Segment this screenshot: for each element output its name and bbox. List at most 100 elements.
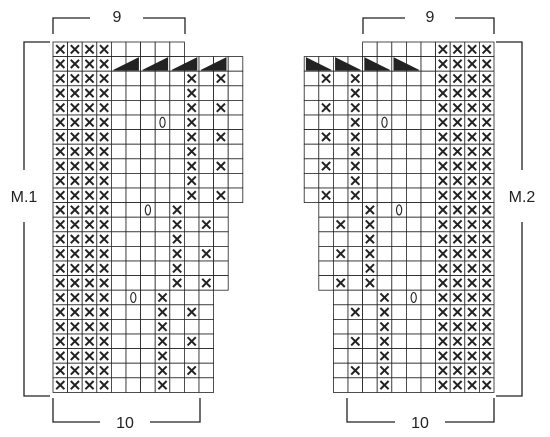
chart-cell	[169, 348, 185, 364]
chart-cell	[347, 377, 364, 393]
chart-cell	[169, 377, 185, 393]
chart-cell	[391, 172, 407, 189]
chart-cell	[140, 362, 156, 379]
chart-cell	[111, 85, 127, 101]
chart-cell	[111, 245, 127, 262]
chart-cell	[332, 70, 349, 87]
knit-cross-symbol	[84, 336, 95, 347]
knit-cross-symbol	[201, 278, 212, 288]
knit-cross-symbol	[55, 117, 66, 128]
chart-cell	[405, 187, 422, 204]
chart-cell	[405, 216, 422, 233]
chart-cell	[362, 41, 378, 58]
chart-cell	[391, 187, 407, 204]
knit-cross-symbol	[84, 205, 95, 215]
knit-cross-symbol	[452, 278, 463, 288]
knit-cross-symbol	[438, 88, 448, 98]
chart-cell	[362, 85, 378, 101]
knit-cross-symbol	[84, 321, 95, 332]
knit-cross-symbol	[186, 307, 197, 317]
knit-cross-symbol	[84, 365, 95, 376]
knit-cross-symbol	[452, 73, 463, 84]
knit-cross-symbol	[379, 321, 390, 332]
chart-cell	[362, 304, 378, 320]
chart-cell	[376, 187, 393, 204]
knit-cross-symbol	[99, 44, 109, 55]
knit-cross-symbol	[452, 88, 463, 98]
chart-cell	[420, 333, 437, 350]
knit-cross-symbol	[186, 102, 197, 113]
chart-cell	[405, 41, 422, 58]
chart-cell	[111, 275, 127, 291]
knit-cross-symbol	[452, 351, 463, 361]
knit-cross-symbol	[70, 365, 80, 376]
knit-cross-symbol	[99, 234, 109, 244]
knit-cross-symbol	[438, 263, 448, 274]
chart-cell	[111, 231, 127, 247]
chart-cell	[140, 187, 156, 204]
knit-cross-symbol	[438, 102, 448, 113]
knit-cross-symbol	[157, 321, 168, 332]
knit-cross-symbol	[55, 365, 66, 376]
chart-cell	[391, 333, 407, 350]
knit-cross-symbol	[55, 351, 66, 361]
chart-cell	[332, 129, 349, 145]
knit-cross-symbol	[157, 365, 168, 376]
chart-cell	[405, 158, 422, 174]
knit-cross-symbol	[172, 219, 182, 230]
knit-cross-symbol	[99, 132, 109, 142]
chart-cell	[405, 172, 422, 189]
knit-cross-symbol	[438, 161, 448, 171]
chart-cell	[213, 143, 229, 160]
chart-cell	[405, 231, 422, 247]
chart-cell	[420, 304, 437, 320]
knit-cross-symbol	[84, 248, 95, 259]
knit-cross-symbol	[84, 161, 95, 171]
left-top-bracket-b	[143, 17, 186, 34]
chart-cell	[332, 202, 349, 218]
chart-cell	[391, 129, 407, 145]
chart-cell	[125, 245, 142, 262]
chart-cell	[391, 41, 407, 58]
chart-cell	[405, 377, 422, 393]
chart-cell	[227, 143, 244, 160]
chart-cell	[198, 85, 215, 101]
knit-cross-symbol	[481, 117, 492, 128]
chart-cell	[332, 318, 349, 335]
knit-cross-symbol	[350, 88, 361, 98]
chart-cell	[198, 202, 215, 218]
knit-cross-symbol	[467, 336, 477, 347]
chart-cell	[362, 348, 378, 364]
chart-cell	[154, 260, 171, 277]
decrease-triangle-symbol	[393, 57, 420, 71]
chart-cell	[169, 70, 185, 87]
knit-cross-symbol	[70, 73, 80, 84]
knit-cross-symbol	[438, 117, 448, 128]
knit-cross-symbol	[84, 88, 95, 98]
knit-cross-symbol	[452, 219, 463, 230]
chart-cell	[140, 275, 156, 291]
chart-cell	[405, 333, 422, 350]
knit-cross-symbol	[70, 263, 80, 274]
chart-cell	[303, 187, 320, 204]
knit-cross-symbol	[467, 59, 477, 69]
knit-cross-symbol	[438, 292, 448, 303]
chart-cell	[125, 362, 142, 379]
knit-cross-symbol	[70, 336, 80, 347]
knit-cross-symbol	[321, 161, 331, 171]
chart-cell	[198, 231, 215, 247]
knit-cross-symbol	[481, 321, 492, 332]
chart-cell	[332, 362, 349, 379]
chart-cell	[420, 289, 437, 306]
chart-cell	[111, 41, 127, 58]
knit-cross-symbol	[350, 73, 361, 84]
chart-cell	[362, 100, 378, 116]
chart-cell	[303, 172, 320, 189]
knit-cross-symbol	[379, 292, 390, 303]
knit-cross-symbol	[70, 292, 80, 303]
chart-cell	[183, 377, 200, 393]
chart-cell	[140, 129, 156, 145]
chart-cell	[391, 158, 407, 174]
chart-cell	[318, 114, 334, 131]
